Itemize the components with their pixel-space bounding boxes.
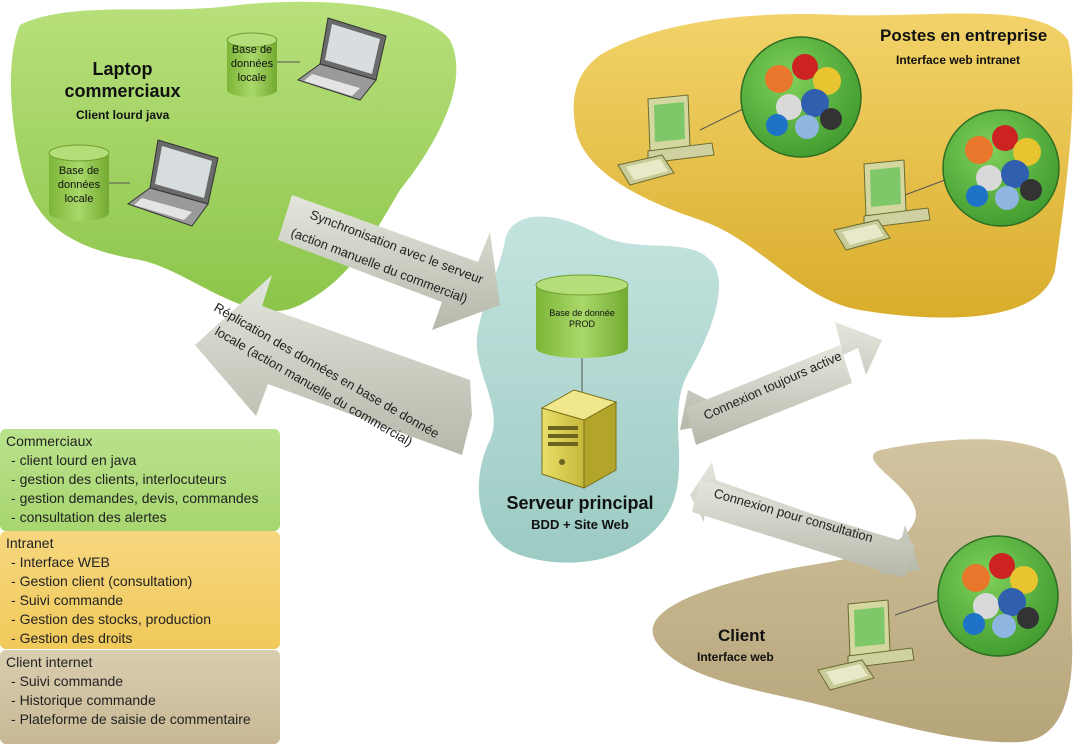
- db-label-line: données: [230, 58, 274, 70]
- enterprise-zone-subtitle: Interface web intranet: [896, 53, 1021, 67]
- laptop-db-bottom: [48, 144, 110, 221]
- legend-intranet-title: Intranet: [6, 535, 54, 551]
- sync-arrow: [278, 195, 500, 330]
- enterprise-zone: [573, 13, 1073, 318]
- desktop-pc-icon: [617, 94, 715, 186]
- db-label-line: PROD: [568, 319, 595, 329]
- legend-item: Historique commande: [11, 691, 274, 710]
- legend-item: Plateforme de saisie de commentaire: [11, 710, 274, 729]
- laptop-icon: [296, 17, 387, 101]
- server-db-label: Base de donnée PROD: [536, 308, 628, 330]
- laptop-db-top: [226, 32, 278, 97]
- legend-item: client lourd en java: [11, 451, 274, 470]
- connector-line: [904, 179, 946, 196]
- client-zone-title: Client: [718, 626, 766, 645]
- legend-item: Gestion des stocks, production: [11, 610, 274, 629]
- laptop-db-top-label: Base de données locale: [227, 43, 277, 85]
- browser-logos-icon: [942, 109, 1060, 227]
- db-label-line: Base de: [58, 165, 100, 177]
- legend-item: Interface WEB: [11, 553, 274, 572]
- legend-commerciaux: Commerciaux client lourd en java gestion…: [0, 429, 280, 531]
- enterprise-zone-title: Postes en entreprise: [880, 26, 1048, 45]
- legend-item: gestion demandes, devis, commandes: [11, 489, 274, 508]
- client-zone: [652, 439, 1073, 743]
- browser-logos-icon: [740, 36, 862, 158]
- legend-intranet: Intranet Interface WEB Gestion client (c…: [0, 531, 280, 649]
- server-db: [535, 274, 629, 358]
- consultation-arrow-body: [692, 480, 915, 578]
- legend-client-internet-title: Client internet: [6, 654, 93, 670]
- legend-item: Suivi commande: [11, 591, 274, 610]
- legend-item: consultation des alertes: [11, 508, 274, 527]
- server-tower-icon: [540, 389, 618, 489]
- desktop-pc-icon: [817, 599, 915, 691]
- laptop-zone-title-line1: Laptop: [92, 59, 153, 79]
- replication-arrow: [195, 275, 472, 455]
- db-label-line: données: [57, 179, 101, 191]
- db-label-line: Base de donnée: [549, 308, 615, 318]
- legend-client-internet: Client internet Suivi commande Historiqu…: [0, 650, 280, 744]
- legend-commerciaux-title: Commerciaux: [6, 433, 93, 449]
- laptop-zone-subtitle: Client lourd java: [76, 108, 170, 122]
- legend-item: Suivi commande: [11, 672, 274, 691]
- connector-line: [699, 107, 746, 131]
- laptop-icon: [126, 139, 219, 227]
- client-zone-subtitle: Interface web: [697, 650, 774, 664]
- connector-line: [894, 599, 941, 616]
- db-label-line: locale: [64, 193, 94, 205]
- laptop-zone-title-line2: commerciaux: [64, 81, 181, 101]
- db-label-line: Base de: [231, 44, 273, 56]
- db-label-line: locale: [237, 72, 267, 84]
- legend-item: Gestion client (consultation): [11, 572, 274, 591]
- legend-item: Gestion des droits: [11, 629, 274, 648]
- server-zone-title: Serveur principal: [506, 493, 654, 513]
- laptop-db-bottom-label: Base de données locale: [49, 164, 109, 206]
- browser-logos-icon: [937, 535, 1059, 657]
- legend-item: gestion des clients, interlocuteurs: [11, 470, 274, 489]
- server-zone-subtitle: BDD + Site Web: [531, 517, 629, 532]
- laptop-zone-title: Laptop commerciaux: [55, 58, 190, 102]
- always-active-arrow-body: [686, 345, 852, 445]
- desktop-pc-icon: [833, 159, 931, 251]
